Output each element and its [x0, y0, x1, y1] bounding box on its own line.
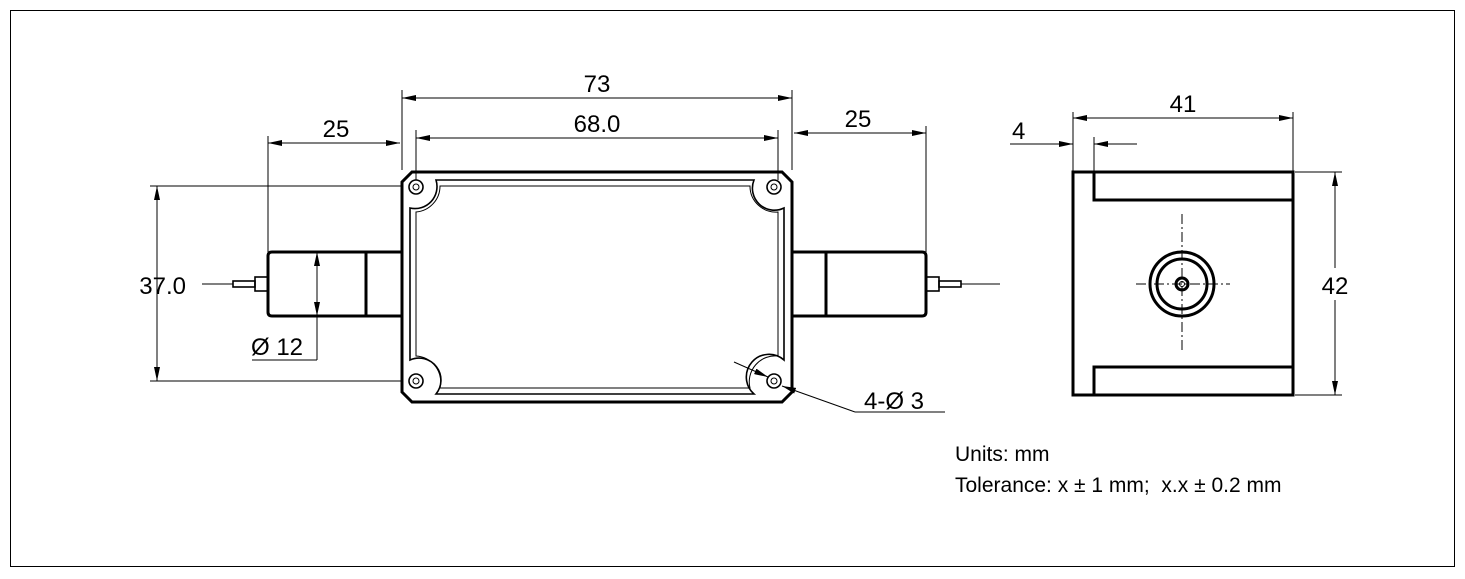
dim-hole-spacing-height: 37.0 — [139, 273, 186, 300]
dim-right-pigtail: 25 — [845, 106, 872, 133]
tolerance-note: Tolerance: x ± 1 mm; x.x ± 0.2 mm — [955, 474, 1281, 497]
housing-outline — [400, 170, 794, 404]
dim-side-offset: 4 — [1012, 118, 1025, 145]
dim-hole-spacing-length: 68.0 — [574, 111, 621, 138]
dim-side-width: 41 — [1170, 91, 1197, 118]
dim-mounting-holes: 4-Ø 3 — [864, 388, 924, 415]
mounting-hole — [408, 179, 424, 195]
units-note: Units: mm — [955, 443, 1050, 466]
housing-lid — [409, 179, 785, 395]
mounting-hole — [766, 373, 782, 389]
dim-overall-length: 73 — [584, 71, 611, 98]
front-view — [202, 170, 1000, 404]
front-dimensions: 73 68.0 25 25 37.0 Ø 12 4-Ø 3 — [139, 71, 945, 415]
right-tube — [792, 250, 1000, 318]
side-dimensions: 41 4 42 — [1010, 91, 1352, 396]
dim-tube-diameter: Ø 12 — [251, 334, 303, 361]
dim-side-height: 42 — [1322, 273, 1349, 300]
drawing-frame — [10, 10, 1455, 567]
dim-left-pigtail: 25 — [323, 116, 350, 143]
mounting-hole — [408, 373, 424, 389]
side-view — [1071, 170, 1295, 397]
mounting-hole — [766, 179, 782, 195]
left-tube — [202, 250, 402, 318]
